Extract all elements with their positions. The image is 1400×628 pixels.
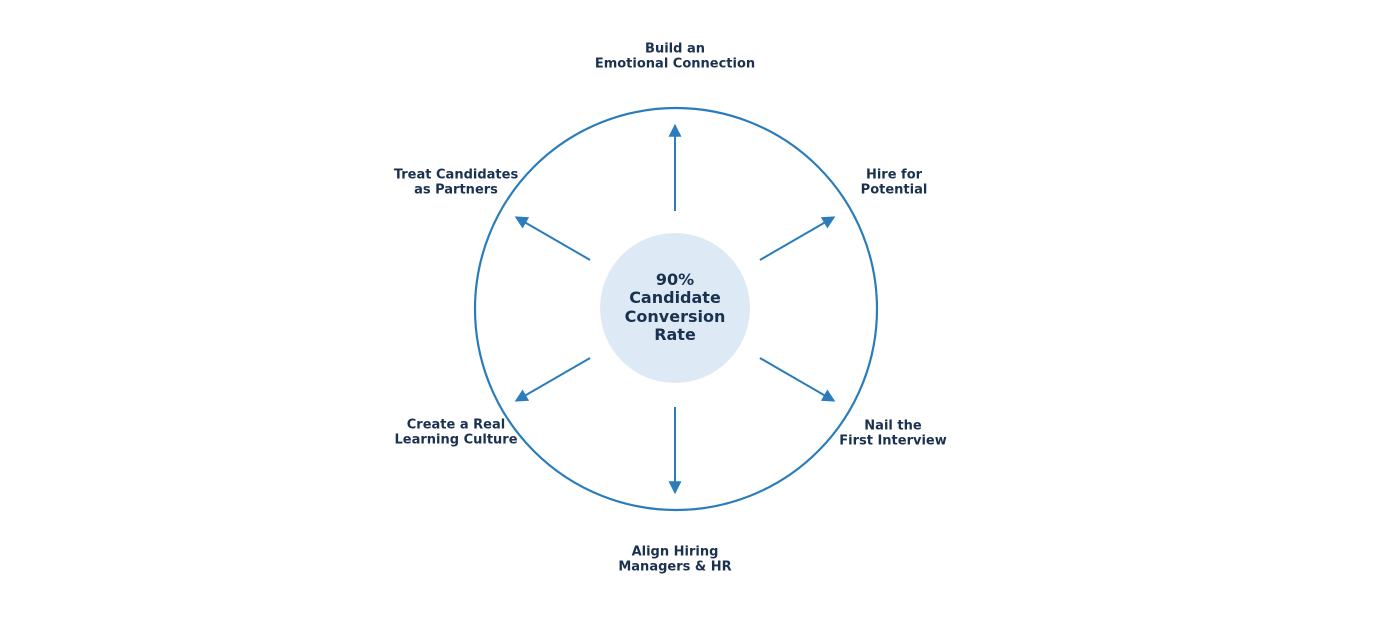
arrow-top-right-icon	[759, 216, 836, 261]
arrow-top-left-icon	[514, 216, 591, 261]
center-circle	[600, 233, 750, 383]
arrow-bottom-left-icon	[514, 357, 591, 402]
label-nail-first-interview: Nail the First Interview	[839, 418, 947, 448]
label-treat-candidates-partners: Treat Candidates as Partners	[393, 167, 519, 197]
outer-circle	[473, 106, 879, 512]
label-create-learning-culture: Create a Real Learning Culture	[394, 417, 518, 447]
label-hire-for-potential: Hire for Potential	[860, 167, 928, 197]
label-align-hiring-managers-hr: Align Hiring Managers & HR	[618, 544, 732, 574]
label-build-emotional-connection: Build an Emotional Connection	[594, 41, 756, 71]
center-metric-label: 90% Candidate Conversion Rate	[624, 270, 726, 345]
arrow-bottom-right-icon	[759, 357, 836, 402]
